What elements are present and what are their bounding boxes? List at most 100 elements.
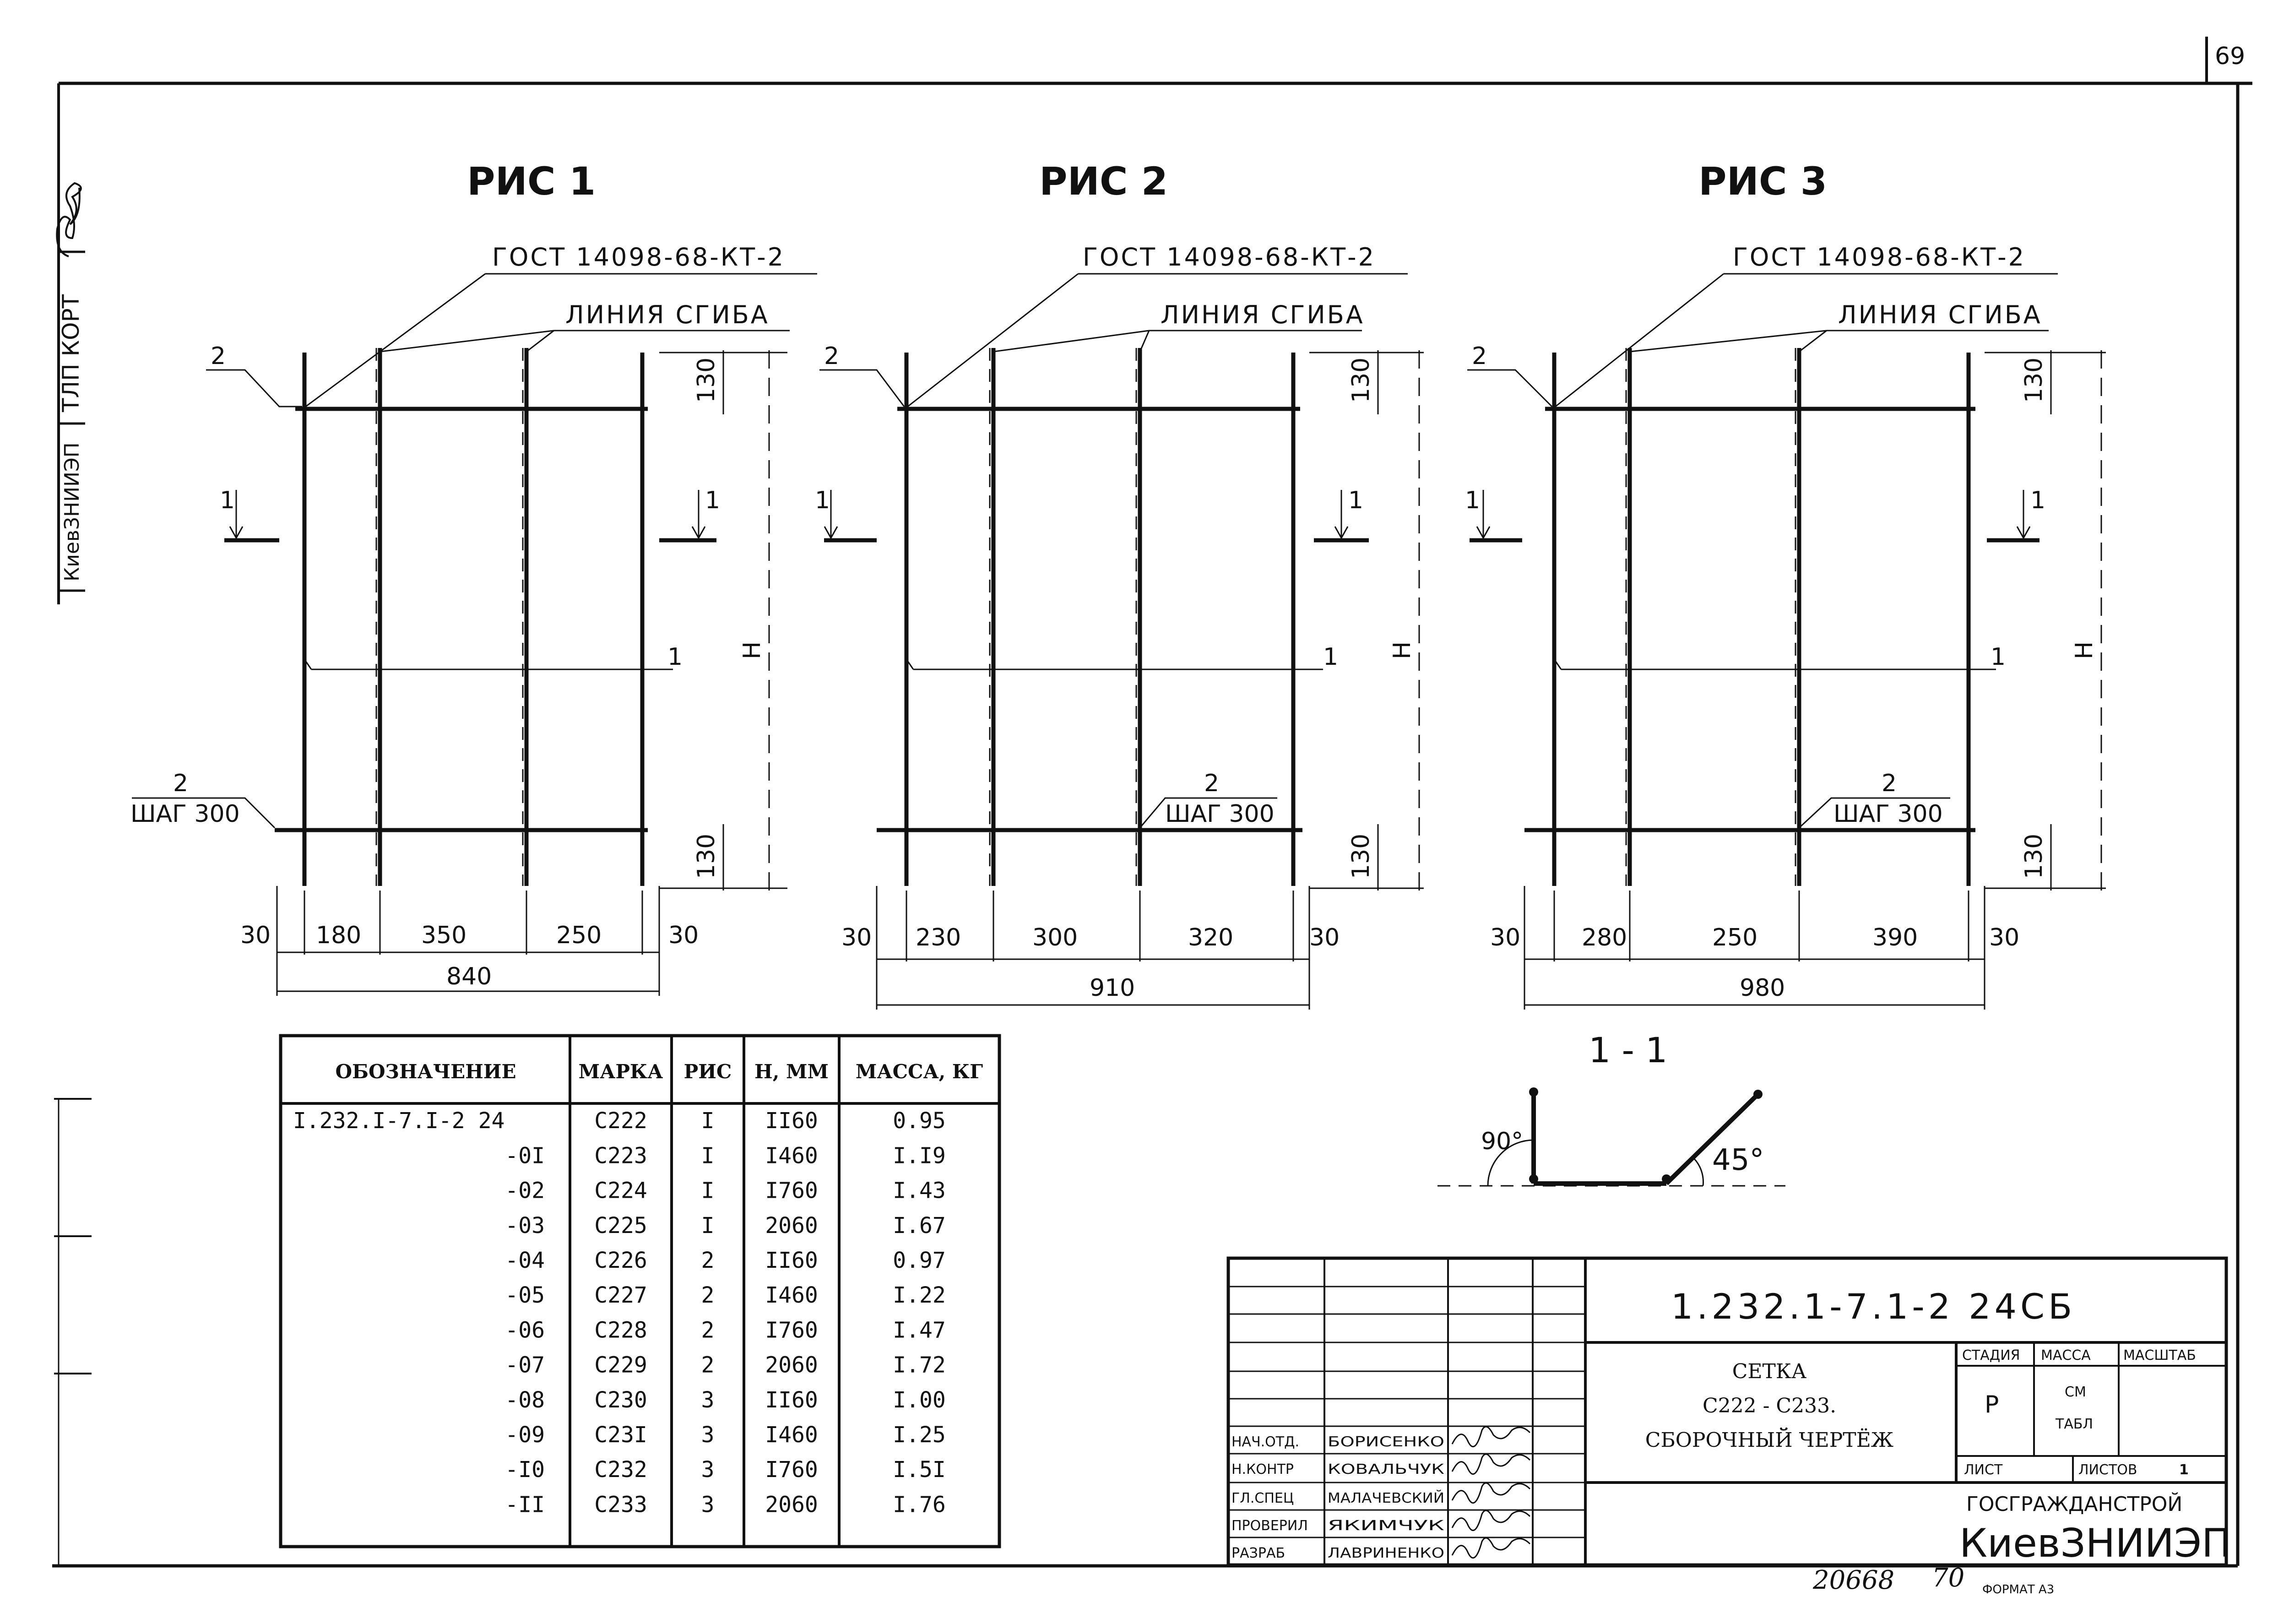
table-cell: -06 — [505, 1317, 545, 1343]
table-cell: 2060 — [765, 1352, 818, 1378]
side-stamp-org: КиевЗНИИЭП — [60, 442, 84, 581]
table-cell: I.232.I-7.I-2 24 — [293, 1108, 504, 1134]
angle-left-label: 90° — [1481, 1128, 1523, 1155]
col-header-mark: МАРКА — [579, 1060, 663, 1083]
table-cell: C225 — [594, 1213, 647, 1238]
position-top: 2 — [1472, 342, 1487, 370]
table-cell: C224 — [594, 1178, 647, 1204]
table-cell: -08 — [505, 1387, 545, 1413]
format-label: ФОРМАТ А3 — [1982, 1583, 2054, 1597]
signature-role: Н.КОНТР — [1231, 1461, 1294, 1477]
gost-label: ГОСТ 14098-68-КТ-2 — [1083, 243, 1376, 272]
pitch-label: ШАГ 300 — [130, 800, 240, 828]
sheet-frame — [52, 37, 2252, 1568]
scale-header: МАСШТАБ — [2123, 1347, 2196, 1363]
org-main: КиевЗНИИЭП — [1959, 1521, 2231, 1566]
table-cell: -03 — [505, 1213, 545, 1238]
table-cell: 0.95 — [893, 1108, 946, 1134]
signature-mark — [1451, 1482, 1531, 1504]
table-cell: 2 — [701, 1317, 715, 1343]
position-top: 2 — [211, 342, 226, 370]
dim-end-bottom: 130 — [1347, 834, 1375, 879]
table-cell: C230 — [594, 1387, 647, 1413]
side-stamp-dept: ТЛП КОРТ — [58, 294, 84, 413]
mass-header: МАССА — [2041, 1347, 2091, 1363]
dim-total: 980 — [1740, 974, 1785, 1002]
copy-number: 70 — [1932, 1563, 1964, 1593]
table-cell: -07 — [505, 1352, 545, 1378]
mass-value: СМ — [2065, 1384, 2086, 1400]
table-cell: I760 — [765, 1457, 818, 1483]
table-cell: C222 — [594, 1108, 647, 1134]
table-cell: -II — [505, 1492, 545, 1517]
dim-end-bottom: 130 — [693, 834, 720, 879]
org-parent: ГОСГРАЖДАНСТРОЙ — [1966, 1492, 2182, 1516]
table-cell: 2060 — [765, 1213, 818, 1238]
section-mark: 1 — [1348, 487, 1363, 514]
title-block: 1.232.1-7.1-2 24СБ СЕТКА С222 - С233. СБ… — [1226, 1256, 2231, 1567]
sheets-label: ЛИСТОВ — [2078, 1462, 2137, 1478]
figure-1: РИС 1 ГОСТ 14098-68-КТ-2 ЛИНИЯ СГИБА 2 1… — [130, 159, 817, 996]
table-cell: C223 — [594, 1143, 647, 1168]
signature-role: РАЗРАБ — [1231, 1545, 1285, 1561]
table-cell: I.I9 — [893, 1143, 946, 1168]
table-cell: -02 — [505, 1178, 545, 1204]
dim-height: Н — [2071, 641, 2098, 659]
table-cell: 2060 — [765, 1492, 818, 1517]
col-header-figure: РИС — [684, 1060, 732, 1083]
gost-label: ГОСТ 14098-68-КТ-2 — [1733, 243, 2026, 272]
dim-total: 840 — [446, 963, 492, 990]
pitch-label: ШАГ 300 — [1833, 800, 1943, 828]
table-cell: I760 — [765, 1317, 818, 1343]
signature-name: БОРИСЕНКО — [1328, 1434, 1444, 1450]
title-line-2: С222 - С233. — [1703, 1394, 1836, 1418]
signature-mark — [1451, 1510, 1531, 1532]
table-cell: 3 — [701, 1387, 715, 1413]
table-cell: C23I — [594, 1422, 647, 1448]
signature-mark — [1451, 1537, 1531, 1559]
position-bottom: 2 — [173, 770, 188, 797]
table-cell: I.43 — [893, 1178, 946, 1204]
position-mid: 1 — [1323, 643, 1338, 671]
signature-mark — [1451, 1426, 1531, 1448]
signature-name: ЯКИМЧУК — [1328, 1518, 1444, 1534]
col-header-designation: ОБОЗНАЧЕНИЕ — [336, 1060, 516, 1083]
stage-value: Р — [1985, 1391, 1999, 1418]
table-cell: -05 — [505, 1282, 545, 1308]
table-cell: 3 — [701, 1422, 715, 1448]
table-cell: 0.97 — [893, 1248, 946, 1273]
dim-segment: 30 — [240, 922, 271, 949]
table-cell: I.67 — [893, 1213, 946, 1238]
gost-label: ГОСТ 14098-68-КТ-2 — [492, 243, 785, 272]
dim-end-top: 130 — [1347, 358, 1375, 403]
table-cell: I460 — [765, 1422, 818, 1448]
figure-title: РИС 3 — [1698, 159, 1827, 204]
table-cell: I.72 — [893, 1352, 946, 1378]
table-cell: C226 — [594, 1248, 647, 1273]
col-header-mass: МАССА, КГ — [856, 1060, 983, 1083]
figure-3: РИС 3 ГОСТ 14098-68-КТ-2 ЛИНИЯ СГИБА 2 1… — [1465, 159, 2106, 1010]
section-mark: 1 — [220, 487, 235, 514]
signature-name: КОВАЛЬЧУК — [1328, 1461, 1444, 1477]
table-cell: I.76 — [893, 1492, 946, 1517]
section-mark: 1 — [1465, 487, 1480, 514]
table-cell: I.47 — [893, 1317, 946, 1343]
angle-right-label: 45° — [1712, 1143, 1764, 1177]
spec-table: ОБОЗНАЧЕНИЕ МАРКА РИС Н, ММ МАССА, КГ I.… — [279, 1034, 1001, 1548]
table-cell: C228 — [594, 1317, 647, 1343]
section-title: 1 - 1 — [1589, 1030, 1667, 1070]
sheets-count: 1 — [2179, 1462, 2189, 1478]
signature-name: МАЛАЧЕВСКИЙ — [1328, 1490, 1444, 1506]
table-cell: I760 — [765, 1178, 818, 1204]
dim-segment: 230 — [916, 924, 961, 951]
table-cell: 3 — [701, 1457, 715, 1483]
side-stamp: КиевЗНИИЭП ТЛП КОРТ — [58, 250, 85, 592]
signature-role: НАЧ.ОТД. — [1231, 1434, 1299, 1450]
section-mark: 1 — [705, 487, 720, 514]
dim-end-top: 130 — [2020, 358, 2048, 403]
dim-segment: 250 — [556, 922, 602, 949]
dim-segment: 320 — [1188, 924, 1233, 951]
